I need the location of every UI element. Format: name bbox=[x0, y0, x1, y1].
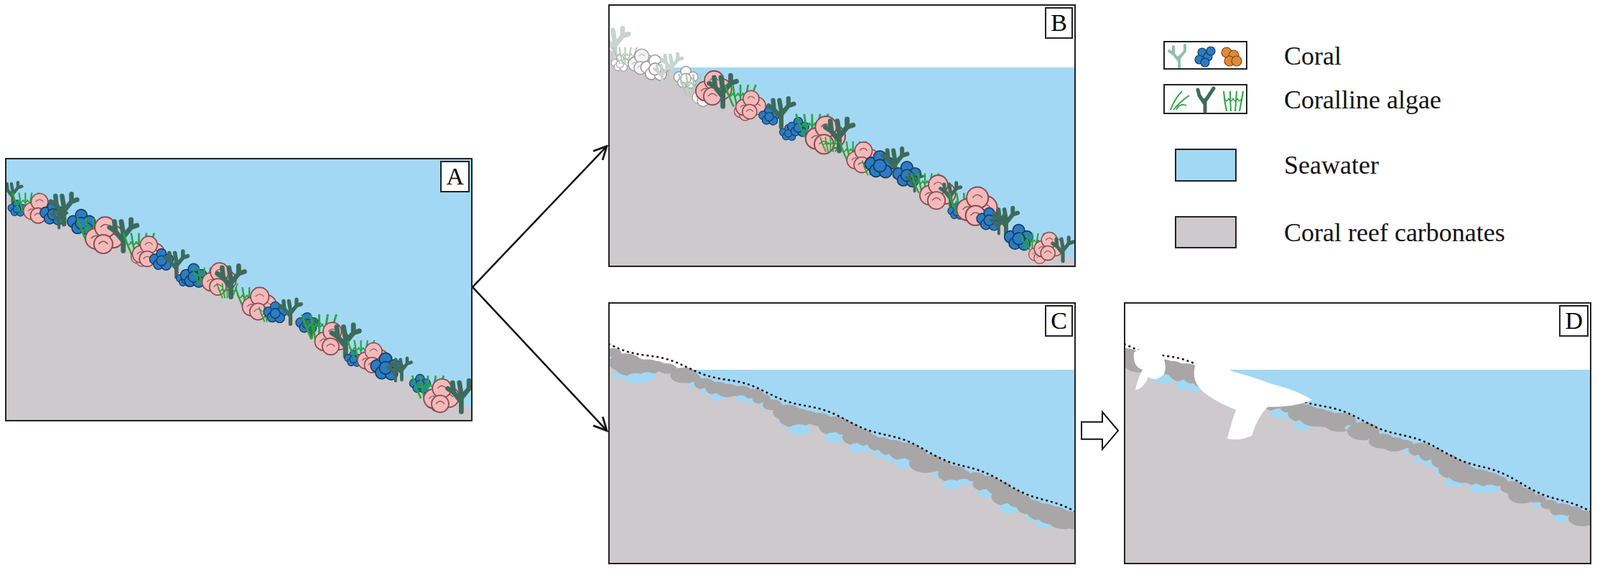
process-arrow bbox=[472, 287, 607, 431]
panel-frame: D bbox=[1123, 302, 1592, 565]
organism bbox=[1004, 224, 1034, 251]
legend-icon bbox=[1163, 40, 1248, 70]
dead-coral bbox=[1064, 516, 1076, 530]
pore-water bbox=[956, 478, 970, 486]
organism bbox=[7, 200, 26, 217]
dissolution-cavity bbox=[1194, 361, 1313, 441]
panel-letter: D bbox=[1559, 305, 1589, 337]
legend-icon bbox=[1163, 84, 1248, 115]
organism bbox=[892, 161, 921, 187]
panel-frame: C bbox=[608, 302, 1076, 565]
panel-scene bbox=[1123, 343, 1592, 565]
panel-scene bbox=[608, 343, 1076, 565]
legend-label: Coral bbox=[1284, 43, 1342, 69]
legend-swatch bbox=[1174, 148, 1237, 182]
panel-letter: B bbox=[1044, 7, 1073, 39]
organism bbox=[825, 119, 854, 151]
exposure-surface bbox=[1123, 343, 1592, 513]
reef-carbonate bbox=[1123, 348, 1592, 565]
legend-label: Coralline algae bbox=[1284, 86, 1442, 113]
legend-label: Coral reef carbonates bbox=[1284, 219, 1506, 246]
block-arrow bbox=[1081, 412, 1119, 450]
panel-letter: C bbox=[1044, 305, 1073, 337]
organism bbox=[1052, 237, 1074, 262]
exposure-surface bbox=[608, 343, 1076, 513]
dead-coral bbox=[950, 469, 971, 482]
legend-label: Seawater bbox=[1284, 152, 1379, 179]
panel-frame: A bbox=[5, 157, 473, 422]
organism bbox=[217, 265, 245, 297]
organism bbox=[392, 358, 411, 380]
legend-swatch bbox=[1174, 216, 1237, 249]
dissolution-cavity bbox=[1133, 347, 1166, 390]
reef-carbonate bbox=[608, 348, 1076, 565]
panel-scene bbox=[5, 157, 473, 422]
organism bbox=[448, 380, 473, 412]
panel-scene bbox=[608, 28, 1076, 268]
reef-carbonate bbox=[5, 193, 473, 422]
organism bbox=[709, 75, 737, 107]
reef-carbonate bbox=[608, 48, 1076, 268]
pore-water bbox=[788, 424, 811, 436]
pore-water bbox=[639, 372, 657, 382]
pore-water bbox=[1553, 514, 1569, 523]
process-arrow bbox=[472, 146, 607, 288]
panel-letter: A bbox=[440, 160, 470, 193]
panel-frame: B bbox=[608, 4, 1076, 268]
